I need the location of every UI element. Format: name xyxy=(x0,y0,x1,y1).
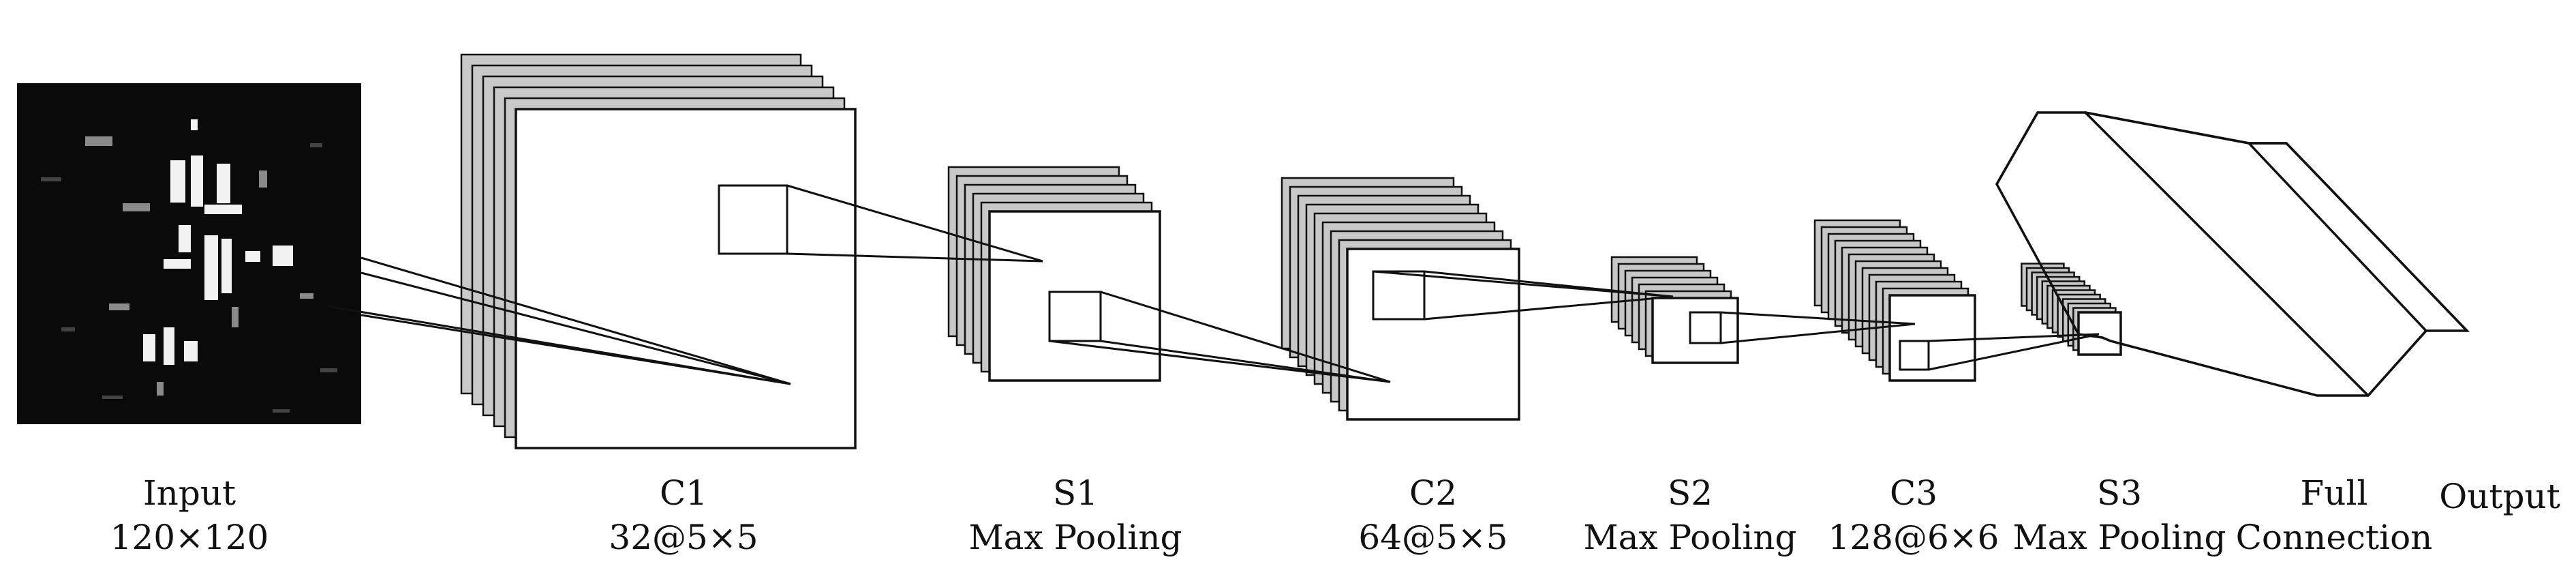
label-input-name: Input xyxy=(143,473,236,513)
c2-to-s2-line xyxy=(1373,270,1674,298)
label-s3-name: S3 xyxy=(2097,473,2142,513)
c3-feature-map-stack xyxy=(1813,219,1976,382)
c3-to-s3-line xyxy=(1928,333,2100,371)
layer-labels: Input 120×120 C1 32@5×5 S1 Max Pooling C… xyxy=(110,473,2560,557)
label-c2-name: C2 xyxy=(1409,473,1457,513)
label-c2-detail: 64@5×5 xyxy=(1358,518,1507,557)
s1-feature-map-stack xyxy=(947,166,1161,382)
s1-window xyxy=(1048,291,1102,342)
s1-front-map xyxy=(988,210,1161,382)
label-s1-detail: Max Pooling xyxy=(968,518,1182,557)
c3-front-map xyxy=(1888,294,1976,382)
c2-window xyxy=(1372,270,1426,321)
s1-to-c2-line xyxy=(1100,291,1391,383)
label-input-detail: 120×120 xyxy=(110,518,269,557)
full-connection-block xyxy=(1995,111,2470,397)
label-c1-name: C1 xyxy=(660,473,707,513)
s2-window xyxy=(1689,311,1722,344)
label-full-name: Full xyxy=(2301,473,2368,513)
label-s1-name: S1 xyxy=(1053,473,1098,513)
input-to-c1-line xyxy=(326,305,791,385)
c3-to-s3-line xyxy=(1928,333,2100,342)
c3-window xyxy=(1899,340,1930,371)
label-c3-name: C3 xyxy=(1890,473,1937,513)
s2-feature-map-stack xyxy=(1610,256,1739,364)
label-output-name: Output xyxy=(2439,477,2560,516)
c2-to-c3-line xyxy=(1720,323,1916,344)
s3-front-map xyxy=(2077,311,2122,356)
s1-to-c2-line xyxy=(1049,340,1391,383)
c1-front-map xyxy=(515,108,857,449)
label-s2-detail: Max Pooling xyxy=(1583,518,1796,557)
label-full-detail: Connection xyxy=(2236,518,2433,557)
c1-to-s1-line xyxy=(786,184,1043,263)
label-s2-name: S2 xyxy=(1668,473,1713,513)
label-c1-detail: 32@5×5 xyxy=(609,518,758,557)
label-c3-detail: 128@6×6 xyxy=(1828,518,1999,557)
c1-feature-map-stack xyxy=(460,53,857,449)
input-image xyxy=(17,83,361,424)
c1-window-back xyxy=(718,184,788,255)
label-s3-detail: Max Pooling xyxy=(2012,518,2226,557)
c2-to-c3-line xyxy=(1720,311,1916,325)
c2-to-s2-line xyxy=(1424,295,1674,321)
s2-front-map xyxy=(1651,297,1739,364)
receptive-field-connections xyxy=(326,184,2100,385)
c2-feature-map-stack xyxy=(1281,177,1520,421)
c1-to-s1-line xyxy=(786,252,1043,263)
input-to-c1-line xyxy=(361,256,791,385)
input-to-c1-line xyxy=(361,271,791,385)
